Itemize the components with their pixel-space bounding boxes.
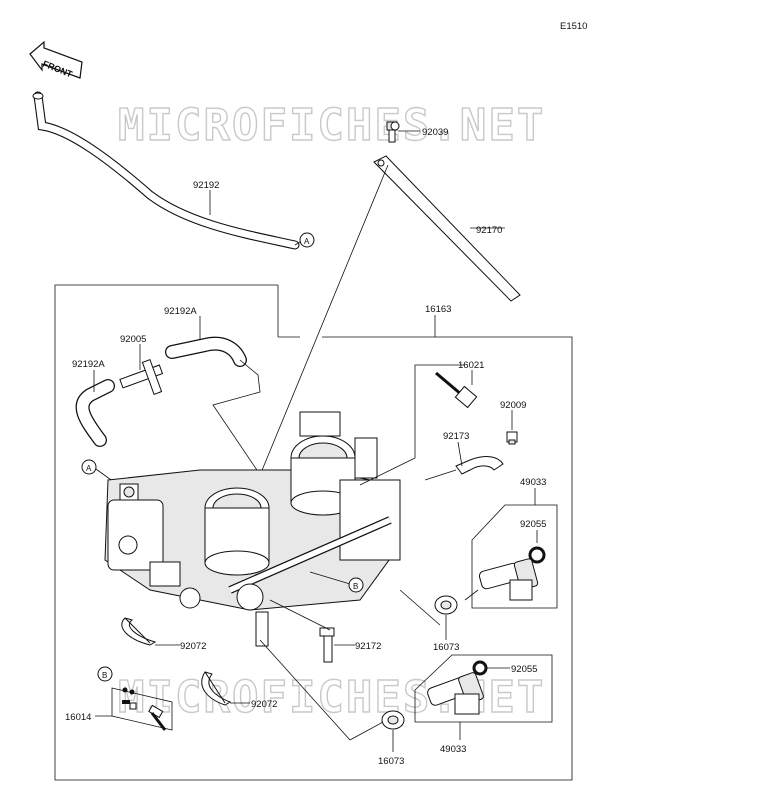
label-49033-bot: 49033	[440, 744, 466, 755]
label-49033-top: 49033	[520, 477, 546, 488]
hose-92192a-left	[75, 379, 115, 447]
label-92172: 92172	[355, 641, 381, 652]
bolt-92009	[506, 431, 518, 445]
front-arrow-icon: FRONT	[29, 40, 83, 80]
fitting-92039	[386, 121, 400, 143]
label-16021: 16021	[458, 360, 484, 371]
seal-16073-top	[434, 595, 458, 615]
label-16073-top: 16073	[433, 642, 459, 653]
hose-92192	[32, 91, 300, 250]
seal-16073-bot	[381, 710, 405, 730]
kit-16014	[122, 687, 167, 731]
label-16163: 16163	[425, 304, 451, 315]
label-92192a-left: 92192A	[72, 359, 105, 370]
marker-b-left: B	[102, 671, 107, 680]
label-92192a-top: 92192A	[164, 306, 197, 317]
throttle-body-assembly	[104, 411, 401, 647]
label-92055-top: 92055	[520, 519, 546, 530]
label-92005: 92005	[120, 334, 146, 345]
hose-92192a-top	[165, 336, 247, 367]
label-16014: 16014	[65, 712, 91, 723]
label-92039: 92039	[422, 127, 448, 138]
watermark-top: MICROFICHES.NET	[118, 100, 545, 151]
diagram-code: E1510	[560, 21, 587, 32]
clip-92072-bot	[201, 671, 232, 706]
label-16073-bot: 16073	[378, 756, 404, 767]
label-92170: 92170	[476, 225, 502, 236]
label-92055-bot: 92055	[511, 664, 537, 675]
marker-b-mid: B	[353, 582, 358, 591]
clamp-92173	[455, 456, 504, 475]
label-92192: 92192	[193, 180, 219, 191]
marker-a-left: A	[86, 464, 92, 473]
strap-92170	[373, 155, 521, 302]
label-92072-bot: 92072	[251, 699, 277, 710]
tee-fitting-92005	[119, 359, 164, 395]
injector-49033-bot	[427, 672, 484, 715]
label-92173: 92173	[443, 431, 469, 442]
screw-16021	[435, 371, 478, 409]
label-92009: 92009	[500, 400, 526, 411]
pin-92172	[319, 627, 335, 663]
clip-92072-mid	[121, 617, 157, 646]
injector-49033-top	[478, 558, 539, 601]
label-92072-mid: 92072	[180, 641, 206, 652]
marker-a-top: A	[304, 237, 310, 246]
